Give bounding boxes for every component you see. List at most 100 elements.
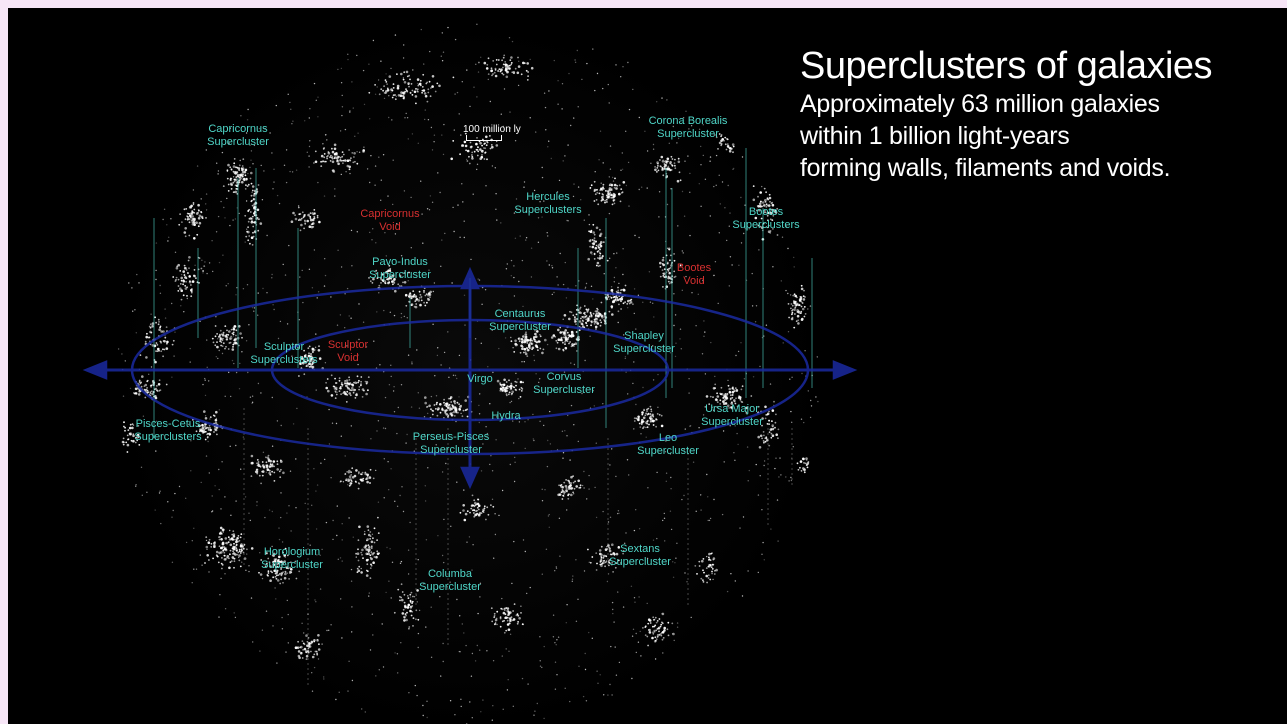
galaxy-dot xyxy=(676,542,678,544)
galaxy-dot xyxy=(701,559,704,563)
galaxy-dot xyxy=(421,213,423,215)
galaxy-dot xyxy=(511,392,513,395)
galaxy-dot xyxy=(506,70,508,73)
galaxy-dot xyxy=(411,361,413,363)
galaxy-dot xyxy=(598,312,601,315)
galaxy-dot xyxy=(533,189,536,192)
galaxy-dot xyxy=(548,513,550,516)
galaxy-dot xyxy=(741,156,744,158)
galaxy-dot xyxy=(313,666,316,669)
galaxy-dot xyxy=(673,162,676,165)
galaxy-dot xyxy=(496,623,498,626)
galaxy-dot xyxy=(450,525,452,527)
galaxy-dot xyxy=(725,394,728,398)
galaxy-dot xyxy=(673,639,675,642)
galaxy-dot xyxy=(817,400,819,403)
galaxy-dot xyxy=(163,348,166,351)
galaxy-dot xyxy=(283,164,286,166)
galaxy-dot xyxy=(341,385,344,387)
galaxy-dot xyxy=(364,711,366,713)
galaxy-dot xyxy=(340,598,342,600)
galaxy-dot xyxy=(607,83,609,86)
galaxy-dot xyxy=(536,341,538,344)
galaxy-dot xyxy=(274,587,276,589)
galaxy-dot xyxy=(174,331,176,333)
galaxy-dot xyxy=(276,463,279,465)
galaxy-dot xyxy=(299,219,302,221)
galaxy-dot xyxy=(188,221,191,224)
galaxy-dot xyxy=(298,219,300,222)
galaxy-dot xyxy=(704,406,707,408)
galaxy-dot xyxy=(679,338,681,340)
galaxy-dot xyxy=(519,235,521,237)
galaxy-dot xyxy=(596,191,599,194)
galaxy-dot xyxy=(221,567,223,570)
galaxy-dot xyxy=(490,455,492,457)
galaxy-dot xyxy=(615,475,617,478)
galaxy-dot xyxy=(539,420,541,422)
galaxy-dot xyxy=(146,491,148,493)
galaxy-dot xyxy=(690,616,692,619)
galaxy-dot xyxy=(277,559,280,563)
galaxy-dot xyxy=(550,336,554,339)
galaxy-dot xyxy=(347,53,349,55)
galaxy-dot xyxy=(490,144,493,146)
galaxy-dot xyxy=(785,225,788,227)
galaxy-dot xyxy=(537,340,541,343)
galaxy-dot xyxy=(579,306,582,309)
galaxy-dot xyxy=(600,240,603,244)
galaxy-dot xyxy=(317,658,320,660)
galaxy-dot xyxy=(337,68,339,71)
galaxy-dot xyxy=(407,138,409,140)
galaxy-dot xyxy=(570,336,573,338)
galaxy-dot xyxy=(566,435,568,437)
galaxy-dot xyxy=(253,310,255,312)
galaxy-dot xyxy=(801,317,804,321)
galaxy-dot xyxy=(302,301,304,304)
galaxy-dot xyxy=(306,644,309,647)
galaxy-dot xyxy=(622,552,624,555)
galaxy-dot xyxy=(612,198,616,202)
galaxy-dot xyxy=(205,203,207,205)
galaxy-dot xyxy=(383,97,386,100)
galaxy-dot xyxy=(751,272,753,275)
galaxy-dot xyxy=(526,62,529,65)
galaxy-dot xyxy=(591,637,593,639)
galaxy-dot xyxy=(464,144,468,148)
galaxy-dot xyxy=(303,647,307,651)
galaxy-dot xyxy=(154,360,157,364)
label-line: Supercluster xyxy=(613,343,675,355)
galaxy-dot xyxy=(574,59,576,61)
galaxy-dot xyxy=(335,422,338,425)
galaxy-dot xyxy=(301,657,304,659)
galaxy-dot xyxy=(242,173,245,176)
galaxy-dot xyxy=(308,117,310,119)
galaxy-dot xyxy=(227,348,230,350)
galaxy-dot xyxy=(439,191,441,194)
galaxy-dot xyxy=(554,642,556,644)
galaxy-dot xyxy=(464,512,468,516)
galaxy-dot xyxy=(642,301,644,303)
galaxy-dot xyxy=(250,143,253,145)
galaxy-dot xyxy=(771,434,775,438)
galaxy-dot xyxy=(157,438,159,440)
galaxy-dot xyxy=(295,577,298,580)
label-line: Superclusters xyxy=(514,204,582,216)
galaxy-dot xyxy=(525,237,528,239)
galaxy-dot xyxy=(341,637,343,639)
galaxy-dot xyxy=(335,393,338,396)
galaxy-dot xyxy=(340,266,343,268)
galaxy-dot xyxy=(384,92,387,94)
galaxy-dot xyxy=(637,415,640,419)
galaxy-dot xyxy=(609,547,611,550)
galaxy-dot xyxy=(719,403,722,405)
galaxy-dot xyxy=(510,259,513,262)
galaxy-dot xyxy=(764,199,767,202)
galaxy-dot xyxy=(711,568,714,570)
galaxy-dot xyxy=(455,411,458,414)
galaxy-dot xyxy=(422,583,425,585)
galaxy-dot xyxy=(334,386,338,390)
galaxy-dot xyxy=(196,165,199,167)
galaxy-dot xyxy=(599,319,602,322)
